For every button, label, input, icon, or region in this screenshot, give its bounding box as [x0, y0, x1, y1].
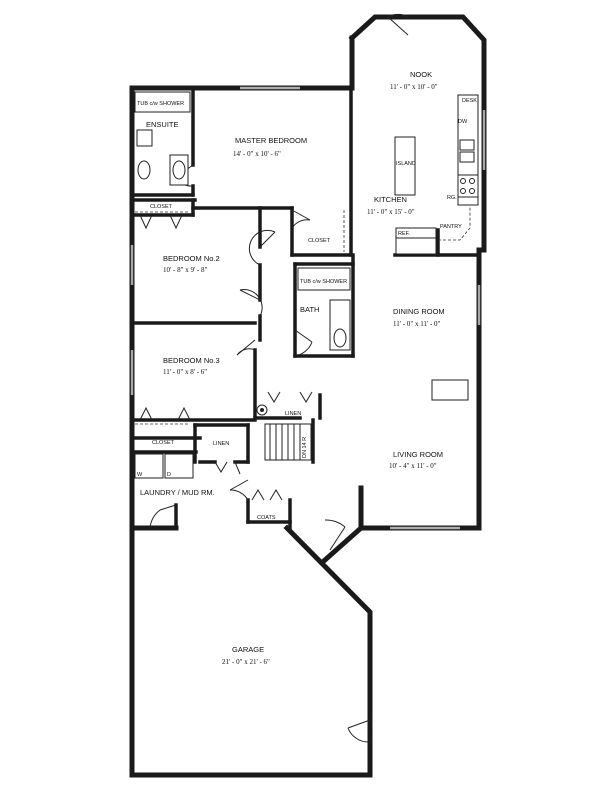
ensuite-tub-label: TUB c/w SHOWER: [137, 101, 184, 107]
bedroom2-name: BEDROOM No.2: [163, 254, 220, 263]
dryer-label: D: [167, 472, 171, 478]
exterior-walls: [129, 14, 487, 778]
bedroom2-dims: 10' - 8" x 9' - 8": [163, 266, 208, 274]
bedroom3-dims: 11' - 0" x 8' - 6": [163, 368, 207, 376]
desk-label: DESK: [462, 98, 477, 104]
ref-label: REF.: [398, 231, 410, 237]
labels: NOOK 11' - 0" x 10' - 0" KITCHEN 11' - 0…: [137, 70, 477, 666]
master-name: MASTER BEDROOM: [235, 136, 307, 145]
bath-name: BATH: [300, 305, 319, 314]
fixtures: [134, 91, 479, 479]
bedroom3-closet-label: CLOSET: [152, 440, 175, 446]
kitchen-name: KITCHEN: [374, 195, 407, 204]
coats-label: COATS: [257, 515, 276, 521]
pantry-label: PANTRY: [440, 224, 462, 230]
kitchen-dims: 11' - 0" x 15' - 0": [367, 208, 415, 216]
master-closet-label: CLOSET: [308, 238, 331, 244]
doors: [139, 13, 409, 743]
dining-dims: 11' - 0" x 11' - 0": [393, 320, 441, 328]
rg-label: RG.: [447, 195, 457, 201]
interior-walls: [130, 86, 481, 530]
master-dims: 14' - 0" x 10' - 6": [233, 150, 281, 158]
bedroom3-name: BEDROOM No.3: [163, 356, 220, 365]
living-dims: 10' - 4" x 11' - 0": [389, 462, 437, 470]
laundry-name: LAUNDRY / MUD RM.: [140, 488, 215, 497]
nook-name: NOOK: [410, 70, 432, 79]
ensuite-name: ENSUITE: [146, 120, 179, 129]
linen-label: LINEN: [213, 441, 229, 447]
bedroom2-closet-label: CLOSET: [150, 204, 173, 210]
washer-label: W: [137, 472, 143, 478]
windows: [130, 86, 486, 530]
living-name: LIVING ROOM: [393, 450, 443, 459]
hall-linen-label: LINEN: [285, 411, 301, 417]
garage-dims: 21' - 0" x 21' - 6": [222, 658, 270, 666]
dw-label: DW: [458, 119, 468, 125]
stair-label: DN 14 R: [302, 437, 308, 458]
dining-name: DINING ROOM: [393, 307, 445, 316]
garage-name: GARAGE: [232, 645, 264, 654]
island-label: ISLAND: [396, 161, 416, 167]
nook-dims: 11' - 0" x 10' - 0": [390, 83, 438, 91]
bath-tub-label: TUB c/w SHOWER: [300, 279, 347, 285]
